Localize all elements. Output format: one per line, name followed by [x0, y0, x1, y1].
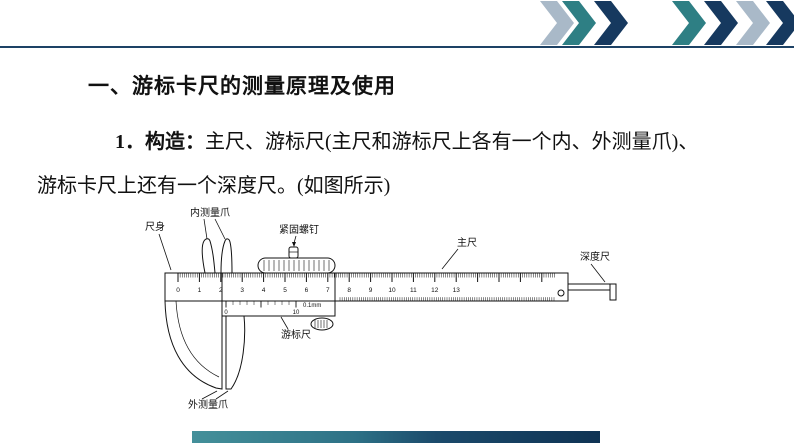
footer-accent-bar [192, 431, 600, 443]
outer-jaw-slider [225, 315, 246, 390]
svg-text:11: 11 [410, 287, 417, 294]
depth-rod-foot [609, 283, 617, 301]
leader-main-scale [441, 248, 459, 270]
vernier-scale-ticks [225, 301, 297, 308]
leader-outer-jaw-1 [201, 390, 218, 400]
thumb-roller-hatch [314, 320, 328, 328]
chevron-icon [540, 1, 574, 45]
chevron-group [540, 1, 794, 45]
svg-text:1: 1 [198, 287, 202, 294]
svg-text:8: 8 [347, 287, 351, 294]
precision-label: 0.1mm [303, 303, 321, 309]
label-vernier: 游标尺 [281, 328, 311, 341]
svg-text:5: 5 [283, 287, 287, 294]
outer-jaw-fixed-inner-line [175, 300, 220, 378]
label-main-scale: 主尺 [457, 237, 477, 249]
label-body: 尺身 [145, 220, 165, 233]
label-inner-jaw: 内测量爪 [190, 206, 230, 219]
label-outer-jaw: 外测量爪 [188, 398, 228, 411]
body-paragraph: 1．构造：主尺、游标尺(主尺和游标尺上各有一个内、外测量爪)、 游标卡尺上还有一… [37, 120, 769, 208]
chevron-icon [736, 1, 770, 45]
leader-body [158, 233, 172, 271]
leader-inner-jaw-1 [203, 218, 208, 240]
label-screw: 紧固螺钉 [279, 224, 319, 236]
main-beam [164, 272, 569, 302]
slider-frame-knurling [263, 260, 330, 271]
leader-screw-arrowhead [292, 242, 296, 247]
vernier-number-10: 10 [293, 310, 300, 316]
svg-text:9: 9 [369, 287, 373, 294]
label-depth-ruler: 深度尺 [580, 250, 610, 263]
header-chevron-decoration [540, 1, 794, 45]
leader-outer-jaw-2 [215, 390, 229, 400]
slider-frame [257, 257, 336, 274]
svg-text:6: 6 [305, 287, 309, 294]
leader-depth-ruler [590, 263, 606, 283]
slide-heading: 一、游标卡尺的测量原理及使用 [88, 75, 396, 98]
leader-inner-jaw-2 [214, 218, 226, 240]
inner-jaw-slider [220, 238, 233, 274]
paragraph-line-2: 游标卡尺上还有一个深度尺。(如图所示) [37, 175, 391, 197]
chevron-icon [594, 1, 628, 45]
svg-text:4: 4 [262, 287, 266, 294]
svg-text:12: 12 [431, 287, 439, 294]
lock-screw [288, 246, 299, 259]
svg-text:2: 2 [219, 287, 223, 294]
chevron-icon [704, 1, 738, 45]
outer-jaw-fixed [164, 300, 223, 390]
paragraph-lead: 1．构造： [115, 131, 205, 153]
svg-text:0: 0 [176, 287, 180, 294]
header-divider [0, 46, 794, 48]
vernier-plate [221, 300, 336, 317]
leader-screw [293, 235, 297, 244]
inner-jaw-fixed [201, 238, 216, 274]
thumb-roller [310, 317, 334, 331]
vernier-number-0: 0 [224, 310, 228, 316]
svg-text:10: 10 [388, 287, 396, 294]
beam-end-screw [557, 289, 565, 297]
svg-text:13: 13 [453, 287, 461, 294]
svg-text:7: 7 [326, 287, 330, 294]
depth-rod [564, 283, 612, 291]
chevron-icon [766, 1, 794, 45]
chevron-icon [672, 1, 706, 45]
chevron-icon [562, 1, 596, 45]
paragraph-text-1: 主尺、游标尺(主尺和游标尺上各有一个内、外测量爪)、 [205, 131, 699, 153]
paragraph-line-1: 1．构造：主尺、游标尺(主尺和游标尺上各有一个内、外测量爪)、 [37, 120, 769, 164]
leader-vernier [280, 316, 289, 330]
svg-text:3: 3 [240, 287, 244, 294]
